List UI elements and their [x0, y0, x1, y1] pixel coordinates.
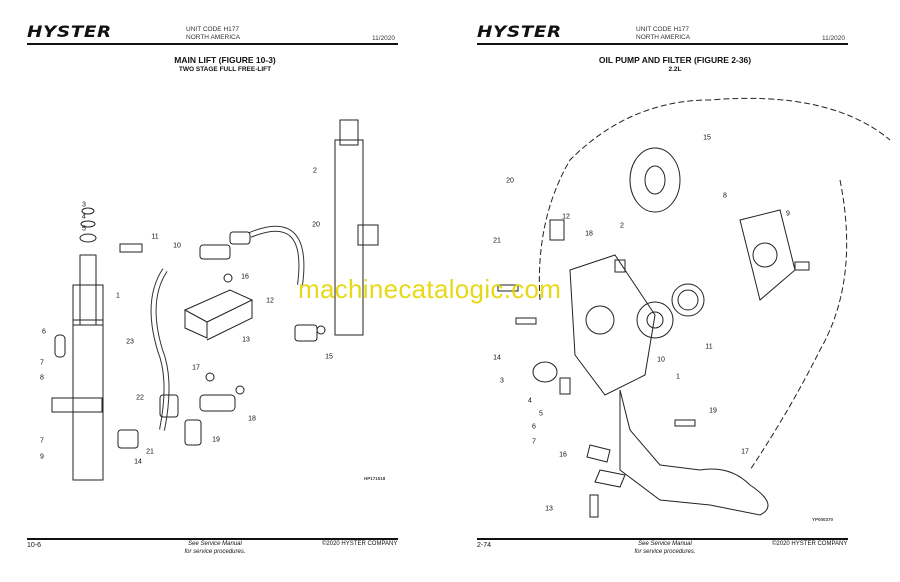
callout-number: 19	[212, 436, 220, 444]
callout-number: 15	[703, 134, 711, 142]
callout-number: 7	[532, 438, 536, 446]
hyster-logo: HYSTER	[27, 22, 112, 41]
oil-pump-diagram	[497, 97, 891, 518]
callout-number: 14	[134, 458, 142, 466]
callout-number: 1	[676, 373, 680, 381]
callout-number: 20	[312, 221, 320, 229]
header-rule	[27, 43, 398, 45]
figure-id: YP000370	[812, 517, 834, 522]
callout-number: 14	[493, 354, 501, 362]
callout-number: 8	[723, 192, 727, 200]
note-line: for service procedures.	[184, 548, 246, 555]
callout-number: 18	[248, 415, 256, 423]
callout-number: 13	[242, 336, 250, 344]
callout-number: 22	[136, 394, 144, 402]
callout-number: 2	[313, 167, 317, 175]
main-lift-diagram	[51, 119, 379, 481]
callout-number: 5	[539, 410, 543, 418]
callout-number: 3	[500, 377, 504, 385]
region: NORTH AMERICA	[636, 34, 691, 41]
page-number: 2-74	[477, 542, 492, 549]
page-title: OIL PUMP AND FILTER (FIGURE 2-36)	[598, 55, 752, 65]
unit-info: UNIT CODE H177 NORTH AMERICA	[636, 26, 690, 42]
unit-info: UNIT CODE H177 NORTH AMERICA	[186, 26, 240, 42]
header-rule	[477, 43, 848, 45]
callout-number: 23	[126, 338, 134, 346]
unit-code: UNIT CODE H177	[636, 26, 689, 33]
figure-id: HP171518	[364, 476, 386, 481]
note-line: See Service Manual	[188, 541, 242, 547]
callout-number: 12	[266, 297, 274, 305]
page-subtitle: TWO STAGE FULL FREE-LIFT	[178, 66, 272, 73]
callout-number: 17	[192, 364, 200, 372]
callout-number: 13	[545, 505, 553, 513]
callout-number: 21	[146, 448, 154, 456]
hyster-logo: HYSTER	[477, 22, 562, 41]
right-catalog-page: HYSTER UNIT CODE H177 NORTH AMERICA 11/2…	[450, 0, 900, 582]
unit-code: UNIT CODE H177	[186, 26, 239, 33]
page-number: 10-6	[27, 542, 42, 549]
date: 11/2020	[372, 35, 396, 42]
callout-number: 4	[82, 213, 86, 221]
callout-number: 2	[620, 222, 624, 230]
watermark: machinecatalogic.com	[298, 274, 562, 304]
callout-number: 3	[82, 201, 86, 209]
callout-number: 20	[506, 177, 514, 185]
copyright: ©2020 HYSTER COMPANY	[772, 541, 848, 547]
copyright: ©2020 HYSTER COMPANY	[322, 541, 398, 547]
region: NORTH AMERICA	[186, 34, 241, 41]
callout-number: 18	[585, 230, 593, 238]
callout-number: 16	[241, 273, 249, 281]
callout-number: 6	[532, 423, 536, 431]
callout-number: 10	[173, 242, 181, 250]
footer-rule	[477, 538, 848, 540]
page-subtitle: 2.2L	[668, 66, 682, 73]
callout-number: 21	[493, 237, 501, 245]
callout-number: 8	[40, 374, 44, 382]
callout-number: 16	[559, 451, 567, 459]
callout-number: 15	[325, 353, 333, 361]
callout-number: 6	[42, 328, 46, 336]
callout-number: 9	[40, 453, 44, 461]
callout-number: 11	[705, 343, 713, 351]
callout-number: 7	[40, 359, 44, 367]
callout-number: 1	[116, 292, 120, 300]
date: 11/2020	[822, 35, 846, 42]
callout-number: 17	[741, 448, 749, 456]
callout-number: 4	[528, 397, 532, 405]
callout-number: 11	[151, 233, 159, 241]
page-title: MAIN LIFT (FIGURE 10-3)	[174, 55, 276, 65]
note-line: for service procedures.	[634, 548, 696, 555]
service-note: See Service Manual for service procedure…	[630, 541, 700, 556]
footer-rule	[27, 538, 398, 540]
service-note: See Service Manual for service procedure…	[180, 541, 250, 556]
callout-number: 12	[562, 213, 570, 221]
callout-number: 19	[709, 407, 717, 415]
note-line: See Service Manual	[638, 541, 692, 547]
callout-number: 10	[657, 356, 665, 364]
callout-number: 9	[786, 210, 790, 218]
callout-number: 7	[40, 437, 44, 445]
callout-number: 5	[82, 225, 86, 233]
left-catalog-page: HYSTER UNIT CODE H177 NORTH AMERICA 11/2…	[27, 22, 398, 556]
